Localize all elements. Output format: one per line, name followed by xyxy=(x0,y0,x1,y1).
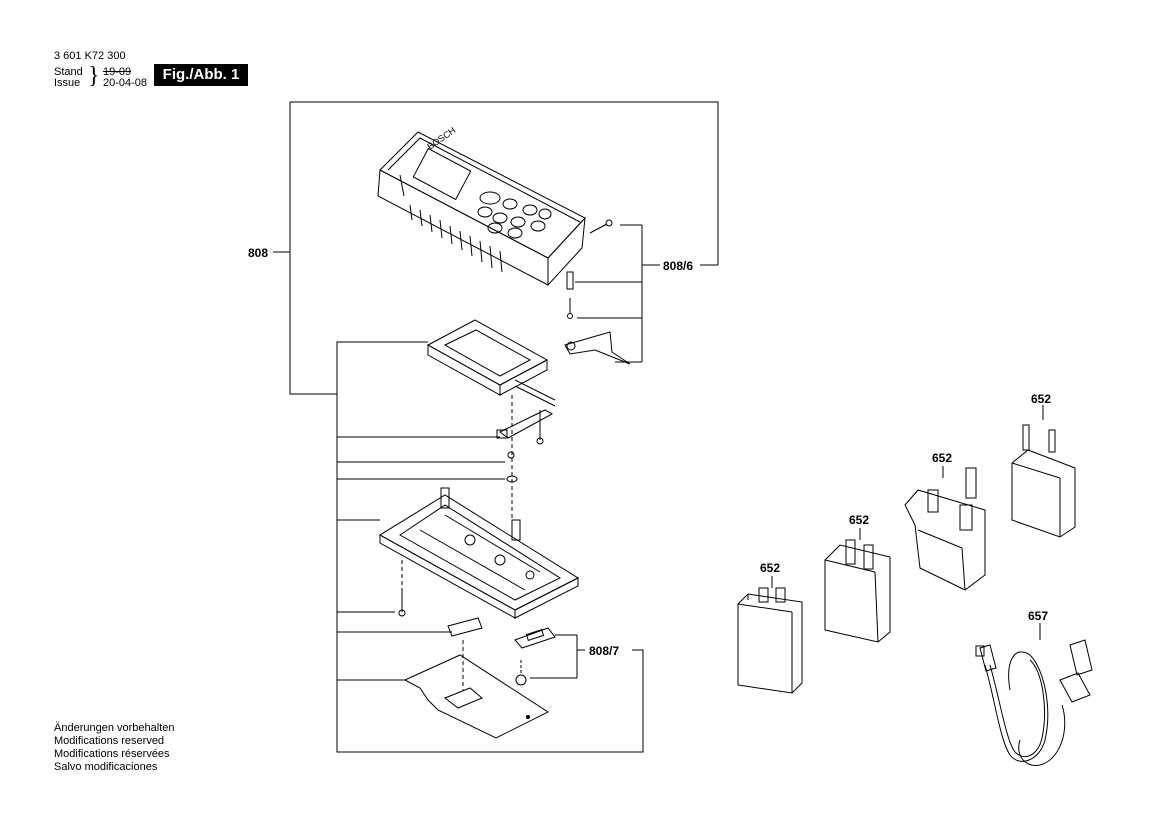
charger-uk xyxy=(904,466,986,591)
grip-ribs xyxy=(409,204,503,273)
screw-kit-parts xyxy=(564,219,631,365)
stand-label: Stand xyxy=(54,66,83,78)
callout-808: 808 xyxy=(248,246,268,260)
assembly-bracket xyxy=(273,101,719,395)
connector-bracket xyxy=(496,395,554,540)
footer-line-es: Salvo modificaciones xyxy=(54,761,158,773)
screw-kit-leaders xyxy=(575,224,660,363)
figure-label: Fig./Abb. 1 xyxy=(154,64,248,86)
callout-652-c: 652 xyxy=(932,451,952,465)
issue-label: Issue xyxy=(54,77,81,89)
callout-652-a: 652 xyxy=(760,561,780,575)
callout-808-7: 808/7 xyxy=(589,644,619,658)
callout-657: 657 xyxy=(1028,609,1048,623)
battery-pack xyxy=(426,319,556,407)
new-revision: 20-04-08 xyxy=(103,77,148,89)
brace-icon: } xyxy=(88,63,100,89)
callout-808-6: 808/6 xyxy=(663,259,693,273)
footer-line-en: Modifications reserved xyxy=(54,735,165,747)
footer-line-fr: Modifications réservées xyxy=(54,748,170,760)
old-revision: 19-09 xyxy=(103,66,132,78)
charger-us-large xyxy=(824,528,891,643)
part-number: 3 601 K72 300 xyxy=(54,50,126,62)
foot-kit-leaders xyxy=(530,634,585,679)
usb-cable xyxy=(975,623,1093,766)
foot-parts xyxy=(403,617,556,739)
callout-652-d: 652 xyxy=(1031,392,1051,406)
keypad-buttons xyxy=(477,191,552,239)
inner-bracket xyxy=(336,341,644,753)
callout-652-b: 652 xyxy=(849,513,869,527)
laser-measure-housing: BOSCH xyxy=(377,125,586,287)
base-frame xyxy=(379,487,580,619)
footer-line-de: Änderungen vorbehalten xyxy=(54,722,175,734)
charger-us-small xyxy=(737,576,803,694)
footer-notes: Änderungen vorbehalten Modifications res… xyxy=(54,722,174,774)
charger-eu xyxy=(1011,405,1076,538)
